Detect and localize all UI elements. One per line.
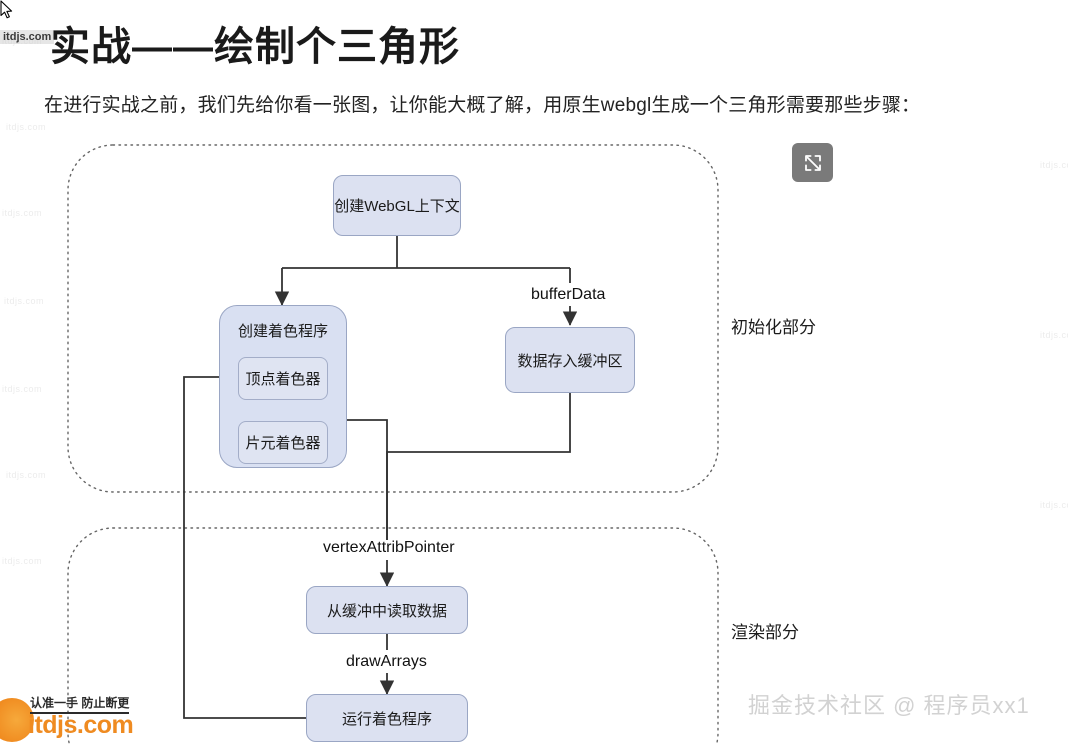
- watermark-tile: itdjs.com: [6, 122, 47, 132]
- node-create-program-label: 创建着色程序: [237, 323, 328, 340]
- watermark-tile: itdjs.com: [2, 384, 43, 394]
- logo-wordmark: itdjs.com: [28, 711, 134, 739]
- node-read-buffer-label: 从缓冲中读取数据: [326, 602, 447, 620]
- node-run-program-label: 运行着色程序: [341, 710, 432, 728]
- mouse-cursor: [0, 0, 13, 19]
- fullscreen-expand-icon: [804, 154, 821, 171]
- sun-icon: [0, 698, 34, 742]
- watermark-tile: itdjs.com: [1040, 160, 1068, 170]
- section-label-init: 初始化部分: [731, 318, 816, 337]
- node-fragment-shader-label: 片元着色器: [245, 435, 321, 452]
- fullscreen-button[interactable]: [792, 143, 833, 182]
- node-run-program[interactable]: 运行着色程序: [306, 694, 468, 742]
- page-subtitle: 在进行实战之前，我们先给你看一张图，让你能大概了解，用原生webgl生成一个三角…: [44, 95, 921, 116]
- node-vertex-shader[interactable]: 顶点着色器: [238, 357, 328, 400]
- section-label-render: 渲染部分: [731, 623, 799, 642]
- node-fragment-shader[interactable]: 片元着色器: [238, 421, 328, 464]
- edge-label-buffer-data: bufferData: [531, 286, 606, 303]
- site-logo: 认准一手 防止断更 itdjs.com: [0, 694, 158, 742]
- node-create-context[interactable]: 创建WebGL上下文: [333, 175, 461, 236]
- edge-label-vertex-attrib-pointer: vertexAttribPointer: [323, 539, 455, 556]
- itdjs-badge: itdjs.com: [0, 30, 55, 44]
- node-create-context-label: 创建WebGL上下文: [334, 198, 460, 215]
- node-buffer-store[interactable]: 数据存入缓冲区: [505, 327, 635, 393]
- watermark-tile: itdjs.com: [4, 296, 45, 306]
- watermark-tile: itdjs.com: [1040, 500, 1068, 510]
- page-title: 实战——绘制个三角形: [50, 25, 460, 69]
- node-read-buffer[interactable]: 从缓冲中读取数据: [306, 586, 468, 634]
- watermark-bottom-right: 掘金技术社区 @ 程序员xx1: [748, 693, 1030, 718]
- watermark-tile: itdjs.com: [2, 208, 43, 218]
- logo-tagline: 认准一手 防止断更: [30, 694, 130, 714]
- watermark-tile: itdjs.com: [1040, 330, 1068, 340]
- watermark-tile: itdjs.com: [6, 470, 47, 480]
- node-vertex-shader-label: 顶点着色器: [245, 371, 321, 388]
- watermark-tile: itdjs.com: [2, 556, 43, 566]
- edge-label-draw-arrays: drawArrays: [346, 653, 427, 670]
- node-buffer-store-label: 数据存入缓冲区: [517, 352, 623, 370]
